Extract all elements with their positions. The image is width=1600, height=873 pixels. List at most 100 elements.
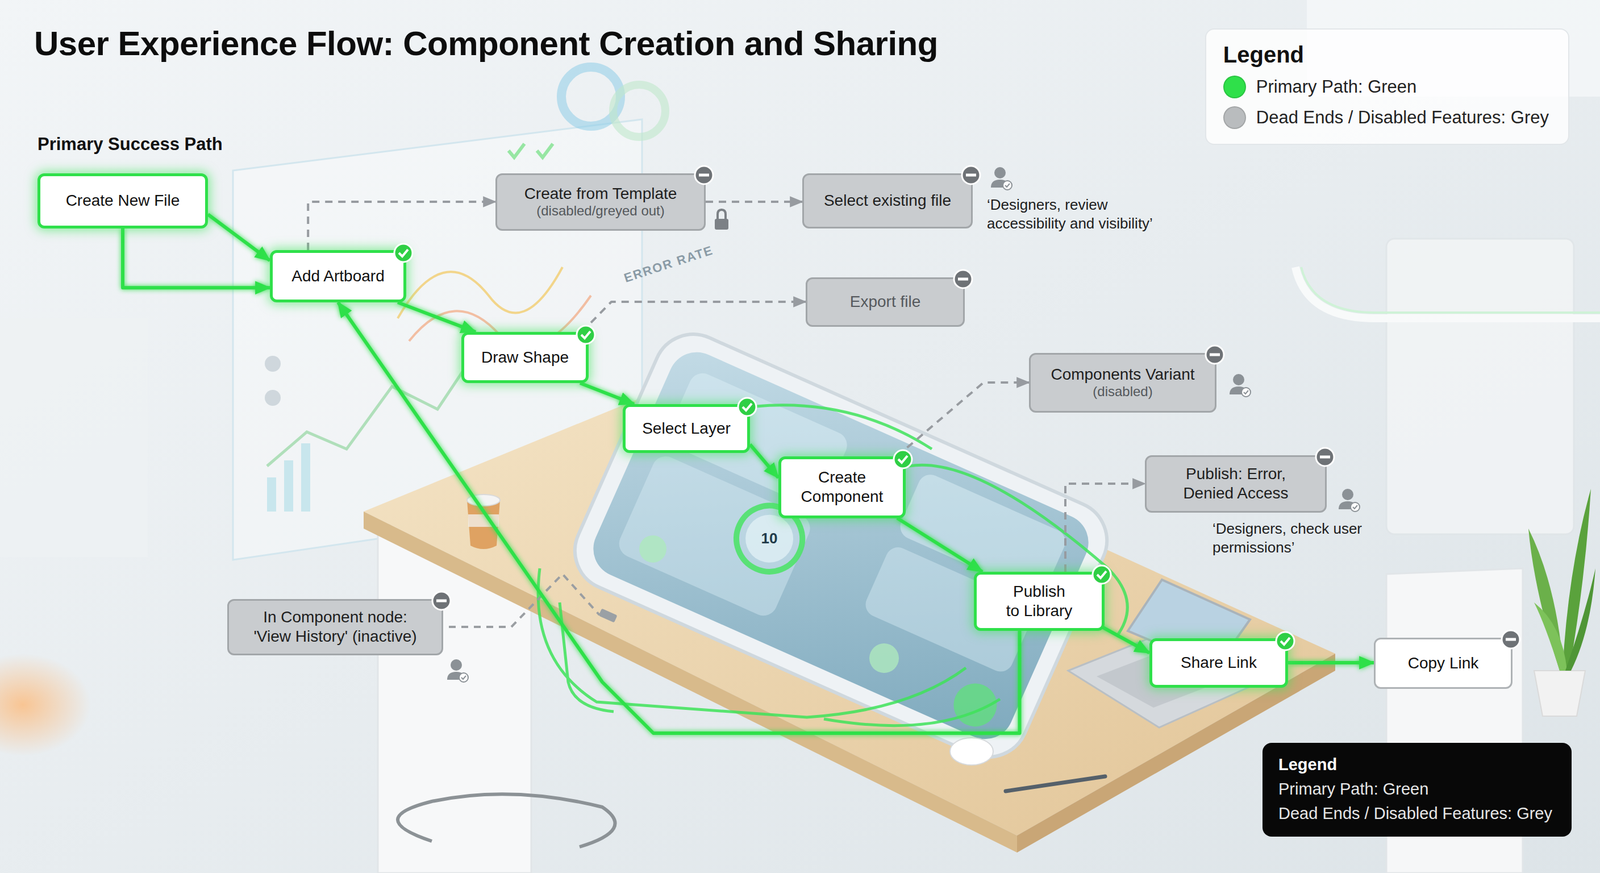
dead-end-connector [705,200,803,203]
flow-connector [1288,660,1374,665]
user-icon [1352,505,1358,509]
lock-icon [714,209,729,230]
smartphone [864,638,904,678]
dead-end-connector [307,201,496,250]
disabled-badge [436,598,447,602]
user-icon [1002,180,1012,190]
disabled-badge [952,268,974,290]
flow-connector [122,228,270,289]
check-badge [393,242,414,264]
disabled-box: Select existing file [802,173,973,229]
disabled-box: Export file [805,277,965,327]
dashboard-glass-panel [267,477,277,512]
disabled-badge [1205,345,1224,364]
legend-item: Dead Ends / Disabled Features: Grey [1278,803,1553,823]
check-badge [1097,571,1107,578]
coffee-cup [467,494,500,549]
back-room [0,318,148,557]
annotation-note: ‘Designers, review accessibility and vis… [986,195,1181,233]
flow-connector [897,518,983,573]
process-box: Publish to Library [973,571,1105,631]
disabled-badge [1315,447,1335,466]
node-label: Copy Link [1407,653,1479,673]
legend-title: Legend [1278,755,1553,774]
dead-end-connector [581,301,806,332]
legend-text: Primary Path: Green [1256,76,1418,98]
decorative-flow-wires [755,405,932,449]
disabled-badge [1500,628,1522,650]
process-box: Create New File [37,173,208,229]
legend-text: Dead Ends / Disabled Features: Grey [1256,107,1549,128]
node-label: Select Layer [642,418,731,439]
smartphone [946,676,1004,733]
disabled-badge [1314,446,1336,468]
process-box: Create Component [778,456,906,519]
node-label: In Component node: 'View History' (inact… [240,607,431,646]
flow-connector [580,382,635,404]
check-badge [575,324,597,345]
disabled-badge [432,591,451,610]
node-label: Export file [850,292,922,312]
dashboard-glass-panel [264,389,281,406]
coffee-cup [467,500,500,549]
process-box: Add Artboard [269,250,407,303]
flow-connector [397,302,476,332]
user-icon [1005,183,1010,187]
mouse-and-pen [950,737,1106,791]
diagram-title: User Experience Flow: Component Creation… [34,23,939,64]
connectors [122,201,1374,733]
node-label: Create New File [65,190,181,211]
legend-item: Primary Path: Green [1278,779,1553,799]
user-icon [1338,488,1360,512]
legend-item: Primary Path: Green [1223,75,1549,99]
illustration-number: 10 [757,529,781,548]
dead-end-connector [1065,483,1145,572]
view-history-leader [598,608,618,623]
node-label: Add Artboard [291,266,385,286]
mouse-and-pen [950,737,994,765]
process-box: Draw Shape [461,331,589,383]
check-badge [898,455,908,463]
disabled-box: Create from Template(disabled/greyed out… [495,173,706,231]
legend-text: Primary Path: Green [1278,779,1429,799]
dashboard-glass-panel [264,355,281,372]
user-icon [1342,488,1354,500]
disabled-badge [693,164,715,186]
user-icon [1241,387,1251,397]
node-subtitle: (disabled/greyed out) [536,202,665,220]
process-box: Select Layer [622,403,750,453]
check-badge [736,396,758,418]
node-label: Components Variant [1050,364,1195,385]
decorative-flow-wires [909,464,1128,637]
disabled-box: In Component node: 'View History' (inact… [227,598,444,656]
back-room [1386,238,1574,535]
user-icon [447,659,469,682]
dashboard-glass-panel [301,443,311,512]
plant [1534,602,1568,671]
flow-connector [1098,625,1150,653]
mouse-and-pen [1005,776,1106,791]
legend-title: Legend [1223,42,1549,68]
disabled-badge [960,164,982,186]
check-badge [398,249,408,257]
decorative-flow-wires [823,698,1000,726]
disabled-box: Publish: Error, Denied Access [1144,455,1327,513]
disabled-badge [1501,630,1520,649]
dead-end-box: Copy Link [1373,637,1513,689]
check-badge [1280,637,1290,645]
plant [1565,568,1596,671]
illustration-text: ERROR RATE [622,242,716,286]
disabled-badge [431,590,452,611]
disabled-box: Components Variant(disabled) [1028,352,1217,413]
node-label: Publish to Library [988,581,1091,620]
user-icon [459,672,469,682]
flow-connector [750,444,779,478]
process-box: Share Link [1149,638,1289,688]
dead-end-connector [897,382,1029,457]
disabled-badge [961,165,981,185]
annotation-note: ‘Designers, check user permissions’ [1212,519,1383,557]
check-badge [738,397,757,416]
legend-text: Dead Ends / Disabled Features: Grey [1278,803,1553,823]
